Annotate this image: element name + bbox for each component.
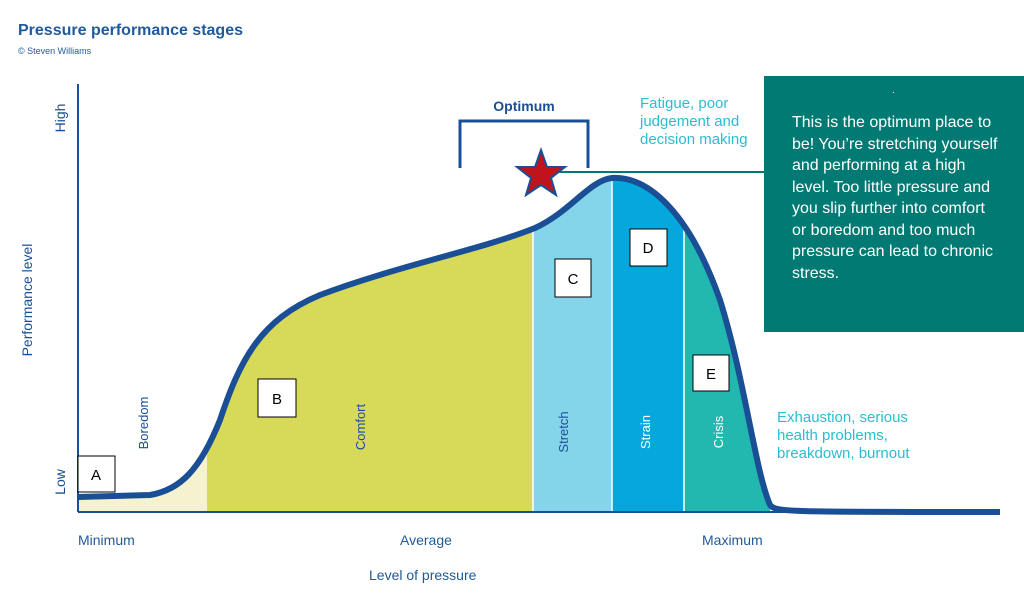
zone-label-boredom: Boredom bbox=[136, 397, 151, 450]
optimum-callout: . This is the optimum place to be! You’r… bbox=[764, 76, 1024, 332]
callout-dot: . bbox=[892, 85, 895, 96]
y-axis-high: High bbox=[52, 104, 68, 133]
zone-label-comfort: Comfort bbox=[353, 403, 368, 450]
marker-d bbox=[629, 228, 668, 267]
x-axis-label: Level of pressure bbox=[369, 567, 477, 583]
marker-b-text: B bbox=[272, 391, 282, 408]
zone-comfort-fill bbox=[207, 177, 533, 513]
diagram-title: Pressure performance stages bbox=[18, 22, 243, 39]
marker-c-text: C bbox=[568, 271, 579, 288]
callout-text: This is the optimum place to be! You’re … bbox=[792, 114, 998, 282]
star-icon bbox=[514, 146, 568, 198]
copyright: © Steven Williams bbox=[18, 46, 92, 56]
marker-a bbox=[77, 455, 116, 493]
zone-strain-fill bbox=[612, 177, 684, 513]
x-tick-minimum: Minimum bbox=[78, 532, 135, 548]
y-axis-label: Performance level bbox=[19, 244, 35, 357]
x-tick-maximum: Maximum bbox=[702, 532, 763, 548]
marker-d-text: D bbox=[643, 240, 654, 257]
y-axis-low: Low bbox=[52, 468, 68, 495]
zone-stretch-fill bbox=[533, 177, 612, 513]
exhaustion-annotation: Exhaustion, serious health problems, bre… bbox=[777, 409, 910, 462]
fatigue-annotation: Fatigue, poor judgement and decision mak… bbox=[640, 95, 748, 148]
zone-label-strain: Strain bbox=[638, 415, 653, 449]
x-tick-average: Average bbox=[400, 532, 452, 548]
performance-curve bbox=[77, 174, 1001, 515]
marker-e bbox=[692, 354, 730, 392]
marker-a-text: A bbox=[91, 467, 101, 484]
zone-label-crisis: Crisis bbox=[711, 415, 726, 448]
marker-e-text: E bbox=[706, 366, 716, 383]
marker-c bbox=[554, 258, 592, 298]
optimum-label: Optimum bbox=[493, 98, 554, 114]
zone-label-stretch: Stretch bbox=[556, 411, 571, 452]
optimum-bracket bbox=[458, 119, 590, 168]
marker-b bbox=[257, 378, 297, 418]
